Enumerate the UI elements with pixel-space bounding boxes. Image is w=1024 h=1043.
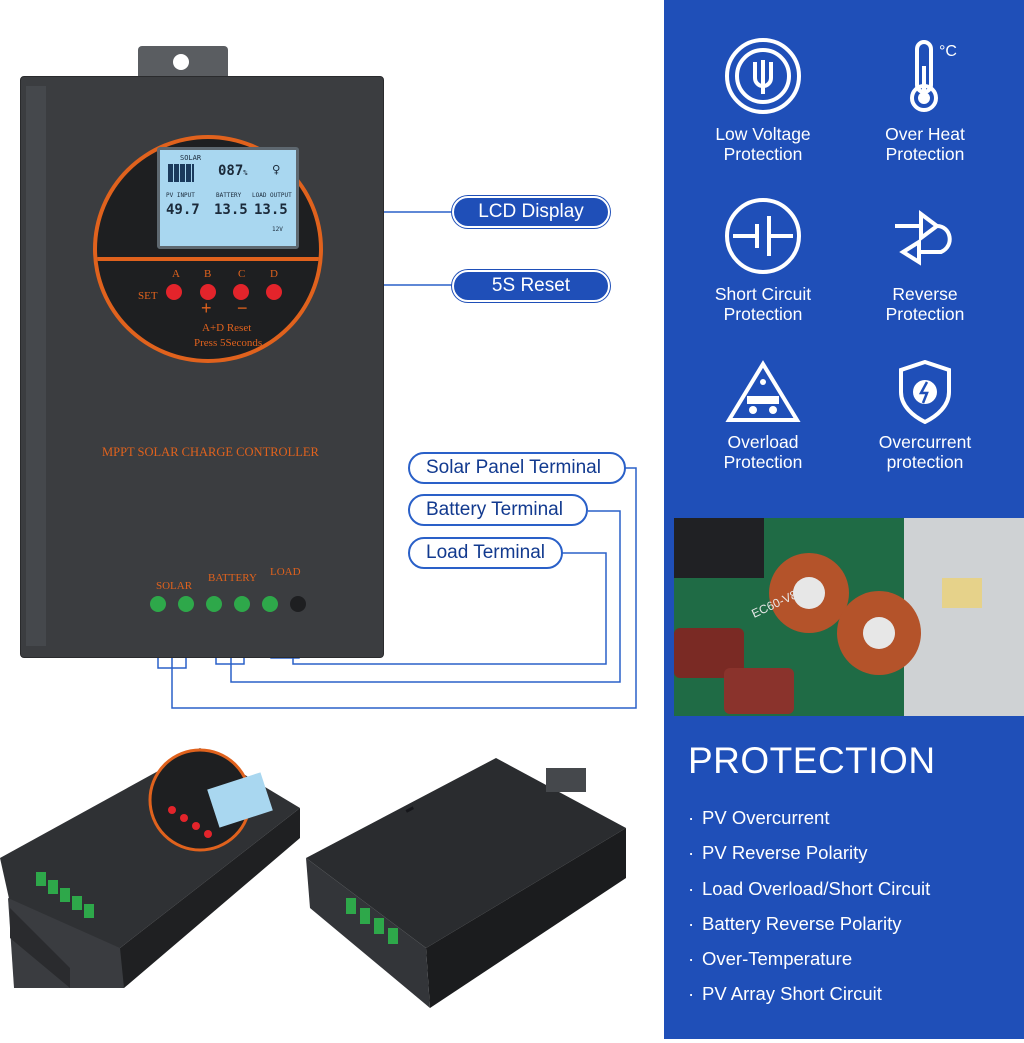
terminal-block <box>146 592 316 618</box>
button-row: A B C D + − <box>166 268 306 328</box>
terminal-label-solar: SOLAR <box>156 580 193 592</box>
set-label: SET <box>138 290 158 302</box>
callout-5s-reset: 5S Reset <box>452 270 610 302</box>
thermometer-icon: °C <box>910 40 957 112</box>
circuit-board-illustration: EC60-V8 <box>674 518 1024 716</box>
protection-title: PROTECTION <box>688 740 936 781</box>
button-b-label: B <box>204 268 212 280</box>
terminal-screw[interactable] <box>150 596 166 612</box>
button-c-label: C <box>238 268 246 280</box>
feature-label: Low Voltage <box>715 124 811 144</box>
lcd-solar-label: SOLAR <box>180 154 202 162</box>
button-a[interactable] <box>166 284 182 300</box>
reverse-icon <box>895 210 952 266</box>
protection-item-text: Battery Reverse Polarity <box>702 912 902 934</box>
feature-label: Protection <box>723 144 803 164</box>
protection-list: · PV Overcurrent · PV Reverse Polarity · Lo… <box>688 806 930 1018</box>
protection-item-text: Over-Temperature <box>702 948 853 970</box>
feature-label: Protection <box>723 452 803 472</box>
bullet: · <box>688 948 695 970</box>
protection-item: · Load Overload/Short Circuit <box>688 877 930 912</box>
protection-item: · Over-Temperature <box>688 947 930 982</box>
lcd-pv-voltage: 49.7 <box>166 202 200 218</box>
lcd-load-label: LOAD OUTPUT <box>252 192 292 199</box>
bullet: · <box>688 912 695 934</box>
terminal-screw[interactable] <box>234 596 250 612</box>
bullet: · <box>688 983 695 1005</box>
lcd-battery-label: BATTERY <box>216 192 242 199</box>
feature-label: Overload <box>727 432 799 452</box>
terminal-screw[interactable] <box>206 596 222 612</box>
plus-icon: + <box>201 298 212 318</box>
controller-main: SOLAR 087% ♀ PV INPUT BATTERY LOAD OUTPU… <box>20 40 384 660</box>
solar-panel-icon <box>168 164 194 182</box>
button-a-label: A <box>172 268 180 280</box>
side-vent-strip <box>26 86 46 646</box>
lcd-pv-label: PV INPUT <box>166 192 195 199</box>
mounting-hole <box>173 54 189 70</box>
lightbulb-icon: ♀ <box>272 162 281 178</box>
protection-item: · PV Reverse Polarity <box>688 841 930 876</box>
feature-label: protection <box>886 452 964 472</box>
lcd-percent: 087% <box>218 163 248 179</box>
feature-label: Over Heat <box>885 124 965 144</box>
feature-overcurrent: Overcurrent protection <box>845 360 1005 472</box>
controller-back-view <box>306 758 626 1008</box>
product-photo-front <box>0 748 300 1038</box>
bullet: · <box>688 842 695 864</box>
feature-label: Protection <box>723 304 803 324</box>
button-c[interactable] <box>233 284 249 300</box>
button-d[interactable] <box>266 284 282 300</box>
protection-item-text: PV Overcurrent <box>702 807 830 828</box>
bullet: · <box>688 877 695 899</box>
feature-label: Reverse <box>892 284 958 304</box>
callout-lcd-display: LCD Display <box>452 196 610 228</box>
lcd-load-voltage: 13.5 <box>254 202 288 218</box>
overload-icon <box>725 360 801 422</box>
controller-label: MPPT SOLAR CHARGE CONTROLLER <box>102 445 319 459</box>
feature-reverse: Reverse Protection <box>845 196 1005 324</box>
lcd-battery-voltage: 13.5 <box>214 202 248 218</box>
feature-low-voltage: Low Voltage Protection <box>683 36 843 164</box>
terminal-screw[interactable] <box>290 596 306 612</box>
feature-label: Overcurrent <box>878 432 972 452</box>
product-panel: SOLAR 087% ♀ PV INPUT BATTERY LOAD OUTPU… <box>0 40 637 1038</box>
product-photo-back <box>306 758 636 1028</box>
protection-item: · Battery Reverse Polarity <box>688 912 930 947</box>
protection-item-text: PV Array Short Circuit <box>702 983 882 1005</box>
low-voltage-icon <box>725 38 801 114</box>
minus-icon: − <box>237 298 248 318</box>
reset-line2: Press 5Seconds <box>194 337 263 349</box>
terminal-label-load: LOAD <box>270 566 301 578</box>
protection-item-text: Load Overload/Short Circuit <box>702 877 931 899</box>
circuit-board-photo: EC60-V8 <box>674 518 1024 716</box>
short-circuit-icon <box>725 198 801 274</box>
callout-load-terminal: Load Terminal <box>408 537 563 569</box>
lcd-screen: SOLAR 087% ♀ PV INPUT BATTERY LOAD OUTPU… <box>157 147 299 249</box>
protection-item: · PV Overcurrent <box>688 806 930 841</box>
terminal-screw[interactable] <box>262 596 278 612</box>
controller-angle-view <box>0 748 300 988</box>
temp-unit: °C <box>939 43 957 60</box>
feature-label: Protection <box>885 144 965 164</box>
button-b[interactable] <box>200 284 216 300</box>
shield-icon <box>899 360 951 424</box>
feature-label: Protection <box>885 304 965 324</box>
reset-line1: A+D Reset <box>202 322 252 334</box>
terminal-screw[interactable] <box>178 596 194 612</box>
button-d-label: D <box>270 268 278 280</box>
feature-short-circuit: Short Circuit Protection <box>683 196 843 324</box>
features-panel: Low Voltage Protection °C Over Heat Prot… <box>664 0 1024 1039</box>
terminal-label-battery: BATTERY <box>208 572 257 584</box>
callout-battery-terminal: Battery Terminal <box>408 494 588 526</box>
feature-over-heat: °C Over Heat Protection <box>845 36 1005 164</box>
lcd-system-voltage: 12V <box>272 226 283 233</box>
protection-item: · PV Array Short Circuit <box>688 982 930 1017</box>
bullet: · <box>688 807 695 828</box>
feature-label: Short Circuit <box>714 284 812 304</box>
protection-item-text: PV Reverse Polarity <box>702 842 868 864</box>
callout-solar-terminal: Solar Panel Terminal <box>408 452 626 484</box>
feature-overload: Overload Protection <box>683 360 843 472</box>
